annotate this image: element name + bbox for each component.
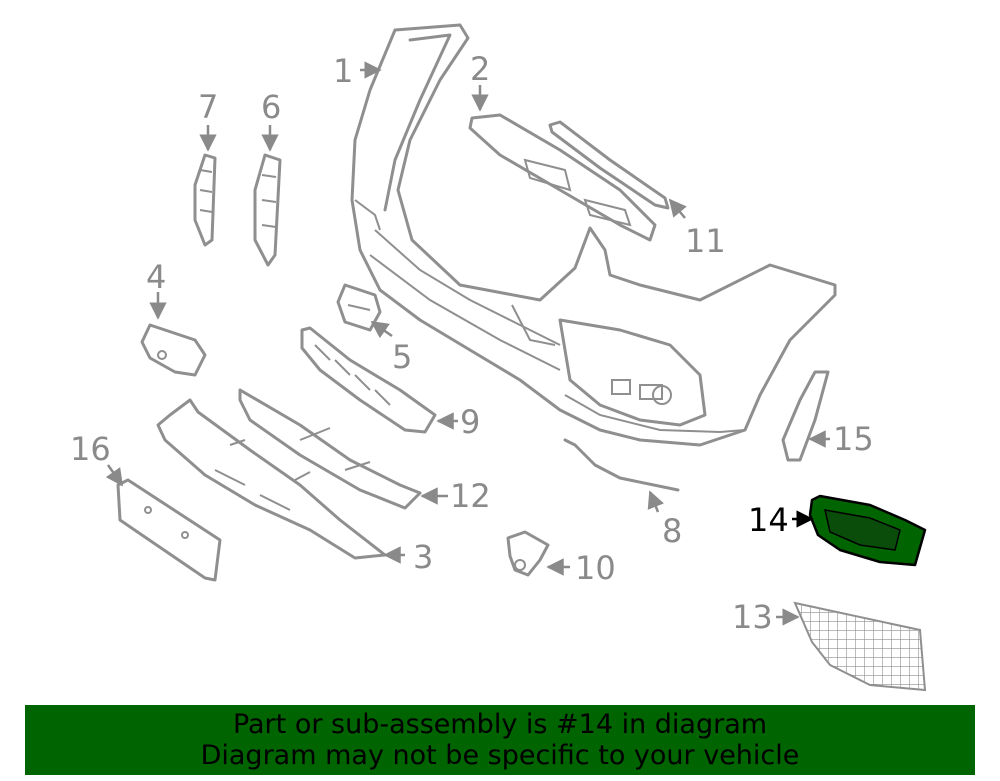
callout-5: 5 <box>392 338 412 376</box>
parts-diagram: 1 2 3 4 5 6 7 8 9 10 11 12 13 14 15 16 <box>70 23 927 692</box>
part-4-fog-cover <box>140 323 207 377</box>
part-3-lower-grille <box>156 398 387 560</box>
part-11-trim-strip <box>548 120 670 210</box>
part-13-mesh <box>793 601 927 692</box>
callout-14: 14 <box>748 501 789 539</box>
part-7-bracket <box>193 153 217 247</box>
callout-3: 3 <box>413 538 433 576</box>
callout-15: 15 <box>833 420 874 458</box>
part-14-insert <box>808 494 927 567</box>
banner-line-1: Part or sub-assembly is #14 in diagram <box>232 709 768 740</box>
callout-7: 7 <box>198 88 218 126</box>
callout-11: 11 <box>685 222 726 260</box>
callout-1: 1 <box>333 52 353 90</box>
part-5-sensor-bracket <box>336 283 382 332</box>
callouts: 1 2 3 4 5 6 7 8 9 10 11 12 13 14 15 16 <box>70 50 874 636</box>
callout-9: 9 <box>460 403 480 441</box>
info-banner: Part or sub-assembly is #14 in diagram D… <box>25 705 975 775</box>
banner-line-2: Diagram may not be specific to your vehi… <box>200 740 800 771</box>
part-9-reinforcement <box>300 326 437 434</box>
callout-4: 4 <box>146 258 166 296</box>
callout-13: 13 <box>732 598 773 636</box>
callout-8: 8 <box>662 512 682 550</box>
leader-lines <box>105 61 830 626</box>
part-15-side-bracket <box>781 370 830 462</box>
callout-6: 6 <box>261 88 281 126</box>
part-16-license-bracket <box>116 478 222 582</box>
callout-16: 16 <box>70 430 111 468</box>
part-12-spoiler-trim <box>238 388 422 510</box>
part-10-sensor <box>506 530 550 577</box>
part-2-grille-strip <box>468 113 657 242</box>
callout-10: 10 <box>575 549 616 587</box>
part-6-bracket <box>253 153 282 267</box>
part-8-moulding <box>563 438 680 492</box>
part-1-bumper-cover <box>350 23 837 447</box>
callout-12: 12 <box>450 477 491 515</box>
callout-2: 2 <box>470 50 490 88</box>
